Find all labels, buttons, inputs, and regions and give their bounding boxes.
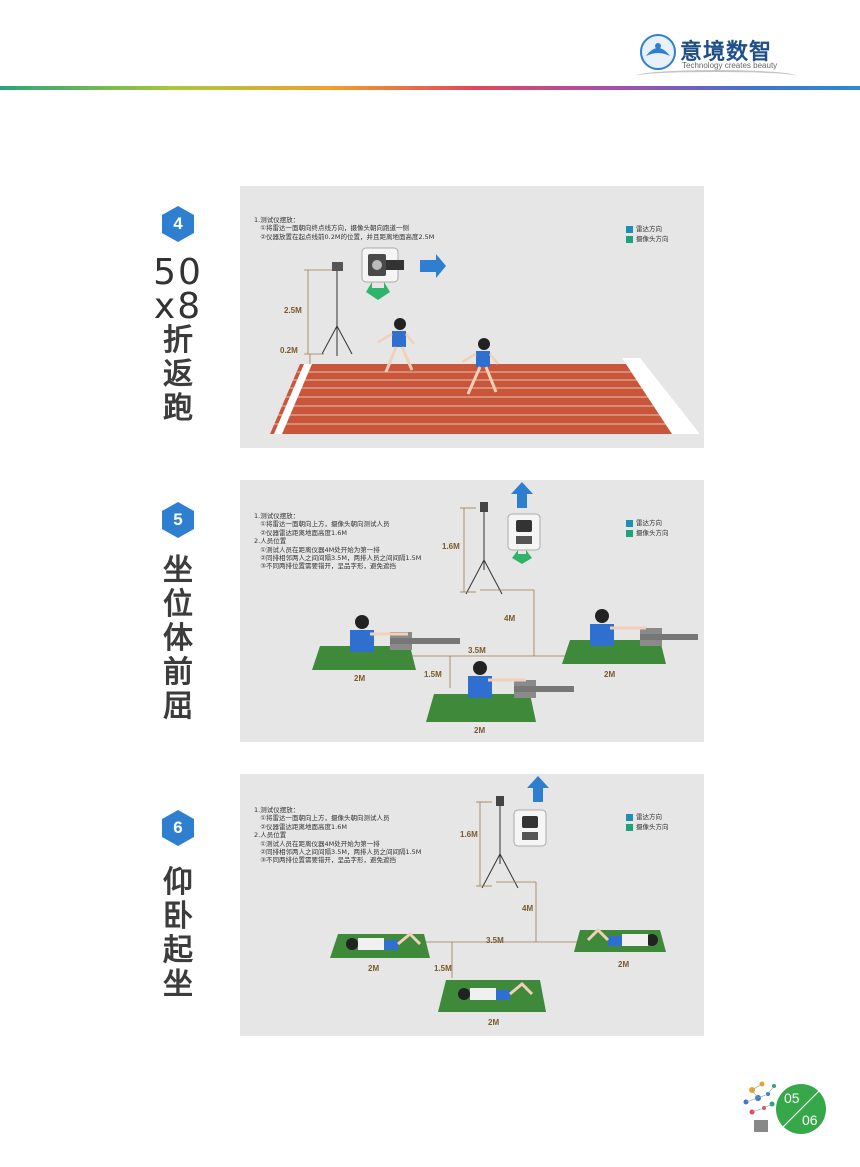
section-title: 仰 卧 起 坐 [150, 866, 206, 1002]
running-track [270, 364, 700, 434]
tripod [481, 804, 519, 889]
section-title: 50 x8 折 返 跑 [150, 252, 206, 426]
diagram-panel: 1.测试仪摆放： ①将雷达一面朝向上方，摄像头朝向测试人员 ②仪器雷达距离地面高… [240, 480, 704, 742]
runner-figure [377, 318, 415, 373]
dimension-mat: 2M [474, 726, 486, 735]
title-line: 起 [163, 933, 193, 968]
legend: 雷达方向 摄像头方向 [626, 518, 669, 538]
section-badge: 4 [158, 204, 198, 244]
title-line: 仰 [163, 865, 193, 900]
page-indicator: 05 06 [738, 1076, 828, 1146]
sit-and-reach-illustration [312, 482, 698, 722]
title-line: 50 [153, 252, 203, 293]
title-line: 跑 [163, 391, 193, 426]
dimension-height: 2.5M [284, 306, 302, 315]
title-line: 前 [163, 655, 193, 690]
dimension-mat: 2M [618, 960, 630, 969]
mat [562, 609, 698, 664]
setup-instructions: 1.测试仪摆放： ①将雷达一面朝向上方，摄像头朝向测试人员 ②仪器雷达距离地面高… [254, 512, 422, 571]
brand-logo: 意境数智 Technology creates beauty [636, 30, 806, 86]
dimension-mat: 2M [604, 670, 616, 679]
mat [426, 661, 574, 722]
legend-camera: 摄像头方向 [636, 529, 669, 537]
legend-camera: 摄像头方向 [636, 235, 669, 243]
dimension-distance: 4M [522, 904, 534, 913]
dimension-gap: 3.5M [468, 646, 486, 655]
title-line: 位 [163, 587, 193, 622]
section-badge: 6 [158, 808, 198, 848]
dimension-height: 1.6M [442, 542, 460, 551]
mat [330, 931, 430, 958]
start-line [274, 364, 312, 434]
page-current: 05 [784, 1090, 800, 1106]
title-line: 坐 [163, 967, 193, 1002]
dimension-mat: 2M [488, 1018, 500, 1027]
mat [438, 980, 546, 1012]
hexagon-icon [162, 502, 194, 538]
brand-name: 意境数智 [680, 40, 773, 65]
title-line: 屈 [163, 689, 193, 724]
running-track-illustration [270, 247, 700, 434]
legend-radar: 雷达方向 [636, 519, 662, 527]
dimension-mat: 2M [368, 964, 380, 973]
dimension-row-gap: 1.5M [424, 670, 442, 679]
legend: 雷达方向 摄像头方向 [626, 812, 669, 832]
dimension-row-gap: 1.5M [434, 964, 452, 973]
tester-device [332, 262, 343, 271]
hexagon-icon [162, 206, 194, 242]
radar-direction-arrow-icon [511, 482, 533, 508]
header-gradient-line [0, 86, 860, 90]
brand-tagline: Technology creates beauty [682, 61, 778, 70]
title-line: 返 [163, 357, 193, 392]
tripod [321, 270, 353, 356]
section-number: 6 [173, 818, 183, 837]
page-total: 06 [802, 1112, 818, 1128]
hexagon-icon [162, 810, 194, 846]
mat [312, 615, 460, 670]
radar-direction-arrow-icon [420, 254, 446, 278]
dimension-gap: 3.5M [486, 936, 504, 945]
dimension-offset: 0.2M [280, 346, 298, 355]
section-title: 坐 位 体 前 屈 [150, 554, 206, 724]
dimension-distance: 4M [504, 614, 516, 623]
legend-camera: 摄像头方向 [636, 823, 669, 831]
radar-direction-arrow-icon [527, 776, 549, 802]
diagram-panel: 1.测试仪摆放： ①将雷达一面朝向上方，摄像头朝向测试人员 ②仪器雷达距离地面高… [240, 774, 704, 1036]
legend: 雷达方向 摄像头方向 [626, 224, 669, 244]
title-line: 折 [163, 323, 193, 358]
setup-instructions: 1.测试仪摆放： ①将雷达一面朝向上方，摄像头朝向测试人员 ②仪器雷达距离地面高… [254, 806, 422, 865]
diagram-panel: 1.测试仪摆放： ①将雷达一面朝向终点线方向，摄像头朝向跑道一侧 ②仪器放置在起… [240, 186, 704, 448]
section-number: 4 [173, 214, 183, 233]
title-line: 卧 [163, 899, 193, 934]
runner-figure [461, 338, 499, 395]
section-number: 5 [173, 510, 183, 529]
dimension-height: 1.6M [460, 830, 478, 839]
mat [574, 927, 666, 952]
title-line: 坐 [163, 553, 193, 588]
finish-area [622, 358, 700, 434]
legend-radar: 雷达方向 [636, 813, 662, 821]
camera-direction-arrow-icon [366, 282, 390, 300]
tripod [465, 510, 503, 595]
sit-ups-illustration [330, 776, 666, 1012]
camera-direction-arrow-icon [512, 550, 532, 564]
title-line: x8 [153, 286, 203, 327]
section-badge: 5 [158, 500, 198, 540]
dimension-mat: 2M [354, 674, 366, 683]
lightbulb-network-icon [743, 1081, 826, 1134]
brand-swoosh [636, 70, 796, 82]
title-line: 体 [163, 621, 193, 656]
setup-instructions: 1.测试仪摆放： ①将雷达一面朝向终点线方向，摄像头朝向跑道一侧 ②仪器放置在起… [254, 216, 435, 241]
legend-radar: 雷达方向 [636, 225, 662, 233]
brand-emblem-icon [640, 34, 676, 70]
